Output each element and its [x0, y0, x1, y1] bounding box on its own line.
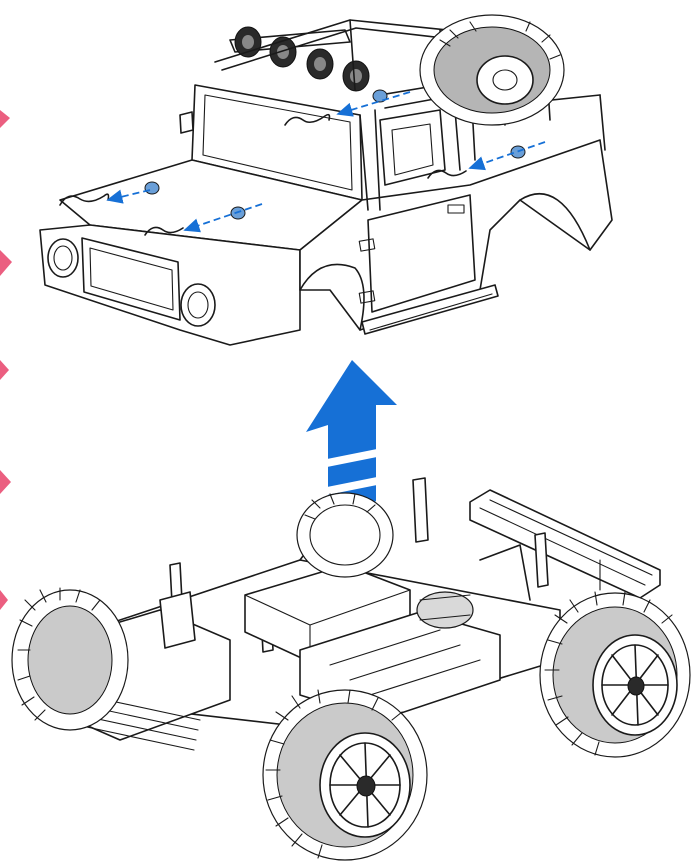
roof-lights	[229, 26, 370, 92]
clip-arrow	[106, 189, 151, 204]
body-clip	[144, 226, 184, 236]
side-step	[361, 284, 499, 335]
body-shell	[39, 14, 613, 346]
clip-arrow	[183, 203, 263, 233]
edge-accent-marks	[0, 110, 12, 610]
wheel-rear-far	[296, 492, 394, 578]
body-clip	[427, 169, 467, 179]
body-post	[372, 89, 388, 103]
wheel-rear-near	[539, 591, 691, 758]
grille	[81, 237, 181, 321]
clip-arrows	[106, 91, 546, 233]
headlights	[47, 238, 216, 327]
clip-arrow	[468, 141, 546, 171]
body-post	[144, 181, 160, 195]
body-clip	[284, 113, 331, 126]
rear-bumper	[469, 489, 661, 599]
wheel-front-near	[262, 689, 428, 861]
chassis	[11, 477, 691, 861]
wheel-front-far	[11, 587, 129, 731]
clip-arrow	[336, 91, 411, 117]
spare-tire	[419, 14, 565, 126]
